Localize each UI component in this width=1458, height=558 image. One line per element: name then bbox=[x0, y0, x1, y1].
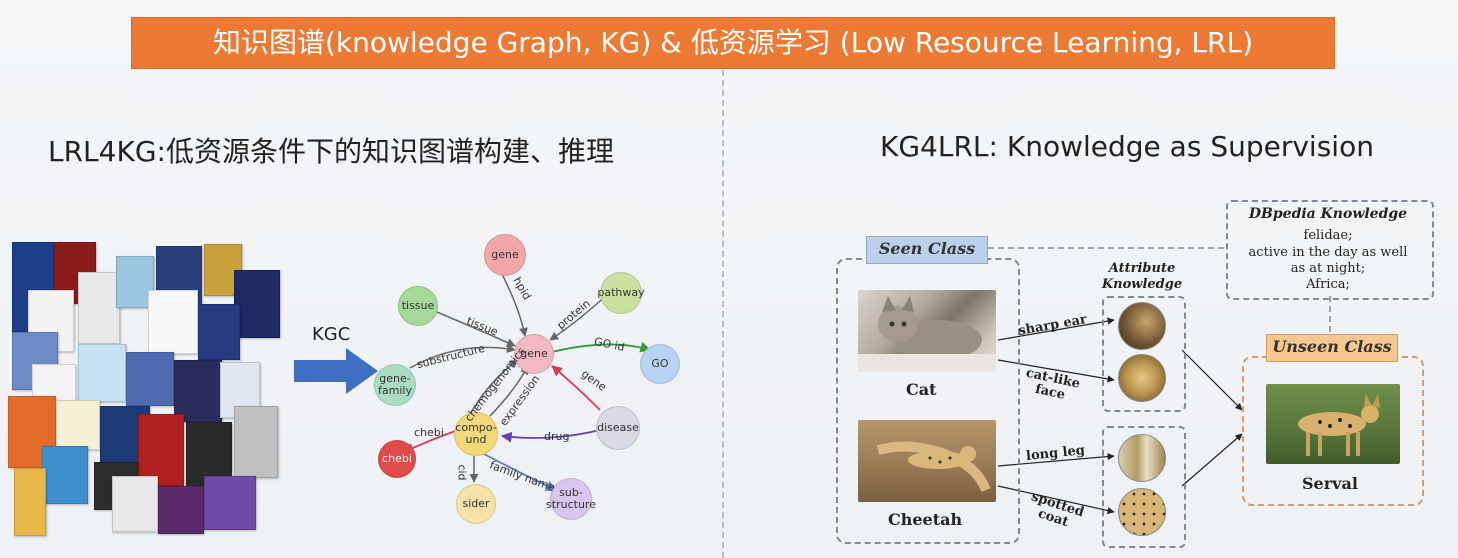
cheetah-label: Cheetah bbox=[888, 510, 963, 529]
cat-label: Cat bbox=[906, 380, 937, 399]
kg-node-label: gene- bbox=[379, 372, 411, 385]
journal-cover bbox=[42, 446, 88, 504]
dbpedia-title: DBpedia Knowledge bbox=[1248, 206, 1408, 222]
kg-node-label: sub- bbox=[559, 486, 583, 499]
kg-node-label: family bbox=[378, 384, 412, 397]
serval-illustration bbox=[1298, 394, 1380, 456]
journal-cover bbox=[234, 406, 278, 478]
kg-node-label: tissue bbox=[401, 299, 435, 312]
journal-cover bbox=[112, 476, 158, 532]
journal-cover bbox=[158, 486, 204, 534]
journal-cover bbox=[126, 352, 174, 406]
leg-thumbnail bbox=[1118, 434, 1166, 482]
journal-cover bbox=[174, 360, 222, 422]
kgc-label: KGC bbox=[312, 324, 351, 345]
journal-cover bbox=[78, 344, 126, 402]
kg-node-label: structure bbox=[546, 498, 596, 511]
unseen-class-tag: Unseen Class bbox=[1266, 334, 1398, 362]
journal-cover bbox=[78, 272, 120, 344]
kg-node-gene-top: gene bbox=[484, 234, 526, 276]
right-heading: KG4LRL: Knowledge as Supervision bbox=[880, 130, 1374, 163]
journal-cover bbox=[234, 270, 280, 338]
kg-node-label: chebi bbox=[382, 452, 412, 465]
journal-cover bbox=[138, 414, 184, 486]
attribute-knowledge-line: Knowledge bbox=[1101, 277, 1183, 292]
seen-class-tag: Seen Class bbox=[866, 236, 988, 264]
kg-node-gene-center: gene bbox=[514, 334, 554, 374]
kg-edge-label-cid: cid bbox=[455, 464, 469, 481]
kg-node-go: GO bbox=[640, 344, 680, 384]
section-divider bbox=[722, 70, 724, 558]
kg-node-disease: disease bbox=[596, 406, 640, 450]
kg-node-gene-family: gene- family bbox=[374, 364, 416, 406]
journal-collage bbox=[8, 240, 280, 540]
attribute-knowledge-line: Attribute bbox=[1108, 261, 1176, 276]
cheetah-attribute-box bbox=[1102, 426, 1186, 548]
journal-cover bbox=[56, 400, 100, 450]
kg-node-chebi: chebi bbox=[378, 440, 416, 478]
diagram-connectors bbox=[988, 247, 1331, 515]
dbpedia-line: Africa; bbox=[1306, 277, 1350, 292]
face-thumbnail bbox=[1118, 354, 1166, 402]
kg-edges bbox=[403, 273, 652, 491]
left-heading: LRL4KG:低资源条件下的知识图谱构建、推理 bbox=[48, 135, 614, 168]
kg-node-pathway: pathway bbox=[597, 272, 645, 314]
kg-node-tissue: tissue bbox=[398, 286, 438, 326]
kg-node-label: gene bbox=[491, 248, 519, 261]
coat-thumbnail bbox=[1118, 488, 1166, 536]
kg-node-label: GO bbox=[651, 357, 669, 370]
journal-cover bbox=[14, 468, 46, 536]
kg-node-label: und bbox=[465, 433, 487, 446]
dbpedia-line: as at night; bbox=[1290, 261, 1366, 276]
journal-cover bbox=[148, 290, 198, 354]
attribute-knowledge-heading: Attribute Knowledge bbox=[1096, 261, 1188, 293]
kg-node-label: disease bbox=[597, 421, 639, 434]
cat-illustration bbox=[858, 296, 996, 372]
journal-cover bbox=[204, 476, 256, 530]
serval-photo bbox=[1266, 384, 1400, 464]
kg-node-label: sider bbox=[462, 497, 490, 510]
kg-node-label: pathway bbox=[597, 286, 645, 299]
kgc-arrow bbox=[294, 348, 378, 394]
kg-node-sider: sider bbox=[456, 484, 496, 524]
cat-photo bbox=[858, 290, 996, 372]
title-banner: 知识图谱(knowledge Graph, KG) & 低资源学习 (Low R… bbox=[131, 17, 1335, 69]
serval-label: Serval bbox=[1302, 474, 1358, 493]
dbpedia-line: felidae; bbox=[1303, 228, 1353, 243]
journal-cover bbox=[116, 256, 154, 308]
kg-edge-label-drug: drug bbox=[544, 430, 570, 443]
cheetah-photo bbox=[858, 420, 996, 502]
kg-edge-label-chebi: chebi bbox=[414, 426, 444, 439]
dbpedia-line: active in the day as well bbox=[1248, 245, 1408, 260]
cat-attribute-box bbox=[1102, 296, 1186, 412]
kg-node-label: gene bbox=[520, 347, 548, 360]
cheetah-illustration bbox=[876, 441, 991, 493]
kg-node-label: compo- bbox=[455, 421, 497, 434]
kg-node-substructure: sub- structure bbox=[546, 478, 596, 520]
journal-cover bbox=[198, 304, 240, 360]
kg-node-compound: compo- und bbox=[454, 412, 498, 456]
ear-thumbnail bbox=[1118, 302, 1166, 350]
